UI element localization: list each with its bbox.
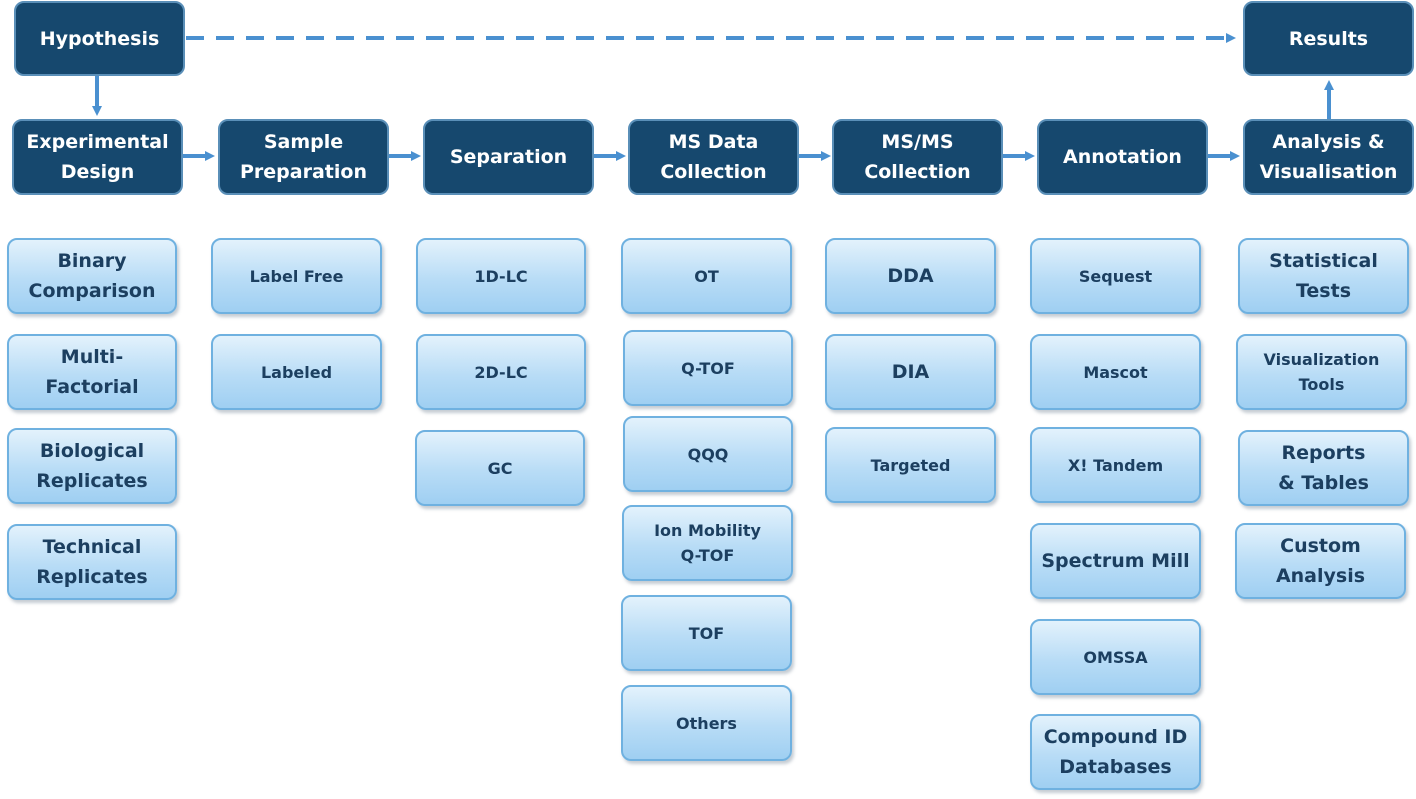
- item-compound-id-databases: Compound ID Databases: [1030, 714, 1201, 790]
- item-binary-comparison: Binary Comparison: [7, 238, 177, 314]
- item-statistical-tests: Statistical Tests: [1238, 238, 1409, 314]
- item-dia: DIA: [825, 334, 996, 410]
- item-sequest: Sequest: [1030, 238, 1201, 314]
- item-ion-mobility-q-tof: Ion Mobility Q-TOF: [622, 505, 793, 581]
- stage-annotation: Annotation: [1037, 119, 1208, 195]
- item-label-free: Label Free: [211, 238, 382, 314]
- hypothesis-node: Hypothesis: [14, 1, 185, 76]
- item-multi-factorial: Multi- Factorial: [7, 334, 177, 410]
- stage-analysis-visualisation: Analysis & Visualisation: [1243, 119, 1414, 195]
- item-1d-lc: 1D-LC: [416, 238, 586, 314]
- item-visualization-tools: Visualization Tools: [1236, 334, 1407, 410]
- item-biological-replicates: Biological Replicates: [7, 428, 177, 504]
- item-tof: TOF: [621, 595, 792, 671]
- item-reports-tables: Reports & Tables: [1238, 430, 1409, 506]
- stage-experimental-design: Experimental Design: [12, 119, 183, 195]
- item-2d-lc: 2D-LC: [416, 334, 586, 410]
- item-omssa: OMSSA: [1030, 619, 1201, 695]
- item-spectrum-mill: Spectrum Mill: [1030, 523, 1201, 599]
- item-gc: GC: [415, 430, 585, 506]
- stage-separation: Separation: [423, 119, 594, 195]
- item-mascot: Mascot: [1030, 334, 1201, 410]
- item-targeted: Targeted: [825, 427, 996, 503]
- item-q-tof: Q-TOF: [623, 330, 793, 406]
- stage-sample-preparation: Sample Preparation: [218, 119, 389, 195]
- stage-msms-collection: MS/MS Collection: [832, 119, 1003, 195]
- item-ot: OT: [621, 238, 792, 314]
- item-dda: DDA: [825, 238, 996, 314]
- item-qqq: QQQ: [623, 416, 793, 492]
- stage-ms-data-collection: MS Data Collection: [628, 119, 799, 195]
- item-others: Others: [621, 685, 792, 761]
- item-technical-replicates: Technical Replicates: [7, 524, 177, 600]
- item-custom-analysis: Custom Analysis: [1235, 523, 1406, 599]
- item-x-tandem: X! Tandem: [1030, 427, 1201, 503]
- results-node: Results: [1243, 1, 1414, 76]
- item-labeled: Labeled: [211, 334, 382, 410]
